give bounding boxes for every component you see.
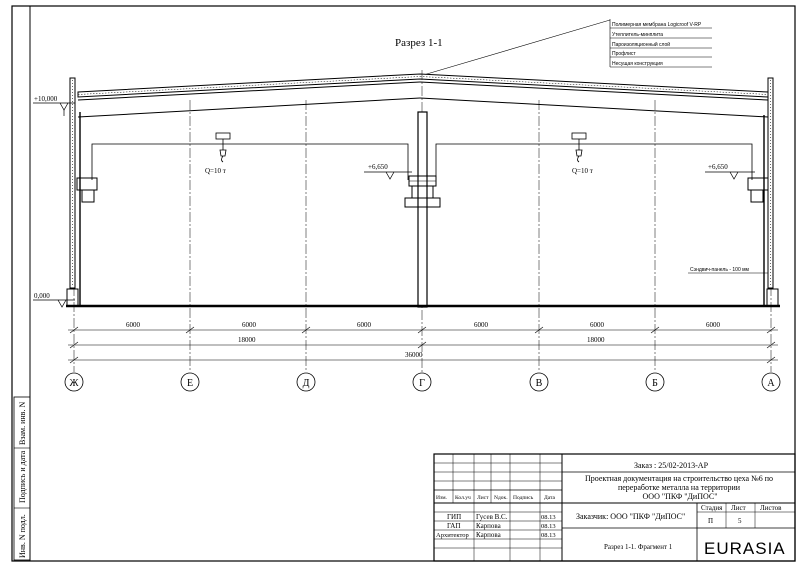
order-number: Заказ : 25/02-2013-АР [634, 461, 709, 470]
roof-layer-4: Профлист [612, 51, 636, 57]
dim-bay-5: 6000 [590, 321, 605, 329]
wall-note: Сэндвич-панель - 100 мм [688, 267, 768, 274]
crane-left-capacity: Q=10 т [205, 167, 226, 175]
roof-layer-1: Полимерная мембрана Logicroof V-RP [612, 22, 702, 28]
wall-note-text: Сэндвич-панель - 100 мм [690, 267, 750, 273]
sheets-label: Листов [760, 504, 782, 512]
dim-bay-3: 6000 [357, 321, 372, 329]
level-mark-crane-left: +6,650 [364, 163, 412, 180]
dim-bay-1: 6000 [126, 321, 141, 329]
stage-label: Стадия [701, 504, 723, 512]
axis-label-e: Е [187, 378, 193, 389]
date-gip: 08.13 [541, 514, 556, 521]
roof-layer-5: Несущая конструкция [612, 61, 663, 67]
roof-beam-bottom-left [77, 97, 421, 118]
date-gap: 08.13 [541, 523, 556, 530]
dim-span-1: 18000 [238, 336, 256, 344]
roof-layer-3: Пароизоляционный слой [612, 41, 670, 48]
middle-column [404, 111, 441, 308]
roof-insulation [77, 73, 769, 98]
axis-label-b: Б [652, 378, 658, 389]
axis-bubble [529, 372, 549, 392]
dim-bay-4: 6000 [474, 321, 489, 329]
sheet-name: Разрез 1-1. Фрагмент 1 [604, 543, 673, 551]
stamp-inv-no: Инв. N подл. [18, 514, 27, 558]
level-crane-left-label: +6,650 [368, 163, 388, 171]
level-mark-crane-right: +6,650 [705, 163, 755, 180]
dim-bay-6: 6000 [706, 321, 721, 329]
dimension-labels: 6000 6000 6000 6000 6000 6000 18000 1800… [126, 321, 721, 359]
sheet-frame [11, 5, 796, 562]
name-gip: Гусев В.С. [476, 513, 508, 521]
crane-left: Q=10 т [91, 132, 409, 180]
axis-bubble [180, 372, 200, 392]
project-title: Проектная документация на строительство … [585, 474, 775, 501]
title-block-text: Заказ : 25/02-2013-АР Заказчик: ООО "ПКФ… [436, 461, 782, 551]
margin-stamp-box: Инв. N подл. Подпись и дата Взам. инв. N [13, 396, 31, 561]
header-izm: Изм. [436, 495, 448, 501]
header-ndok: Nдок. [494, 495, 508, 501]
axis-bubble [412, 372, 432, 392]
roof-beam-top-left [77, 81, 421, 101]
roof [77, 73, 769, 118]
crane-right-capacity: Q=10 т [572, 167, 593, 175]
roof-beam-bottom-right [419, 97, 769, 118]
axis-bubble [761, 372, 781, 392]
axis-bubble [64, 372, 84, 392]
level-crane-right-label: +6,650 [708, 163, 728, 171]
sheet-label: Лист [731, 504, 746, 512]
eurasia-logo: EURASIA [704, 539, 786, 558]
dimension-chain-total [68, 356, 778, 364]
level-ground-label: 0,000 [34, 292, 50, 300]
date-architect: 08.13 [541, 532, 556, 539]
stamp-replaced-inv: Взам. инв. N [18, 402, 27, 445]
role-gap: ГАП [447, 522, 460, 530]
customer-line: Заказчик: ООО "ПКФ "ДиПОС" [576, 512, 685, 521]
axis-label-a: А [767, 378, 775, 389]
role-gip: ГИП [447, 513, 461, 521]
right-wall [747, 77, 779, 307]
role-architect: Архитектор [436, 532, 469, 539]
stamp-signature-date: Подпись и дата [18, 450, 27, 503]
left-footing [66, 288, 79, 307]
section-title: Разрез 1-1 [395, 37, 443, 49]
axis-bubble [296, 372, 316, 392]
dimension-chain-bays [68, 326, 778, 334]
name-architect: Карпова [476, 531, 502, 539]
roof-layers-legend: Полимерная мембрана Logicroof V-RP Утепл… [419, 19, 712, 77]
right-footing [766, 288, 779, 307]
header-podpis: Подпись [513, 495, 534, 501]
name-gap: Карпова [476, 522, 502, 530]
dim-span-2: 18000 [587, 336, 605, 344]
axis-bubble [645, 372, 665, 392]
header-data: Дата [544, 495, 556, 501]
axis-label-d: Д [303, 378, 310, 389]
roof-beam-top-right [419, 81, 769, 101]
level-mark-ground: 0,000 [33, 292, 75, 308]
roof-layer-2: Утеплитель-минплита [612, 32, 663, 38]
title-block [433, 453, 796, 562]
crane-right: Q=10 т [435, 132, 753, 180]
left-wall [66, 77, 98, 307]
level-mark-top: +10,000 [33, 95, 75, 116]
sheet-value: 5 [738, 517, 742, 525]
stage-value: П [708, 517, 713, 525]
logo-text: EURASIA [704, 539, 786, 558]
axis-label-zh: Ж [70, 378, 79, 389]
header-list: Лист [477, 495, 489, 501]
dim-bay-2: 6000 [242, 321, 257, 329]
level-top-label: +10,000 [34, 95, 58, 103]
header-kol-uch: Кол.уч [455, 495, 471, 501]
axis-label-g: Г [419, 378, 425, 389]
axis-markers: Ж Е Д Г В Б А [64, 372, 781, 392]
axis-label-v: В [536, 378, 543, 389]
dim-total: 36000 [405, 351, 423, 359]
dimension-chain-spans [68, 341, 778, 349]
